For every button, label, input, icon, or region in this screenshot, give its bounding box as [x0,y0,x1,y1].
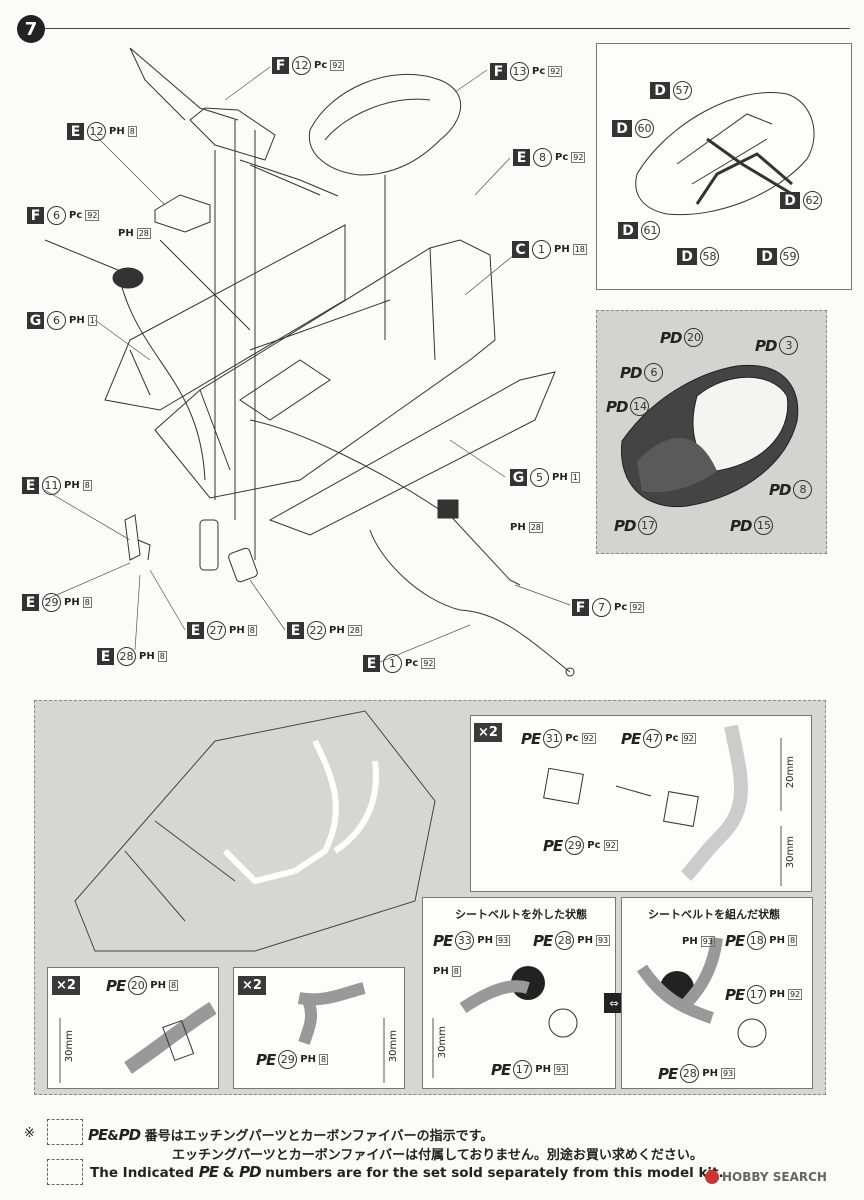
placeholder-box-2 [47,1159,83,1185]
hobby-search-logo-icon [705,1170,719,1184]
footnote-en: The Indicated PE & PD numbers are for th… [90,1163,724,1181]
buckle-drawing [543,724,782,886]
unbuckled-drawing [432,966,578,1078]
placeholder-box-1 [47,1119,83,1145]
seatbelt-seat-drawing [635,92,815,216]
carbon-seat-drawing [620,364,799,508]
watermark: HOBBY SEARCH [705,1170,827,1184]
footnote-jp-line2: エッチングパーツとカーボンファイバーは付属しておりません。別途お買い求めください… [172,1148,703,1163]
step-number-badge: 7 [17,15,45,43]
step-rule [45,28,850,29]
step-number: 7 [24,18,38,40]
pe20-drawing [59,1001,217,1083]
buckled-drawing [637,937,767,1048]
footnote-jp-line1: PE&PD 番号はエッチングパーツとカーボンファイバーの指示です。 [88,1126,494,1144]
buckled-title: シートベルトを組んだ状態 [648,908,780,921]
watermark-text: HOBBY SEARCH [722,1170,827,1184]
quantity-badge-top: ×2 [474,723,502,742]
quantity-badge-pe20: ×2 [52,976,80,995]
pe29-drawing [297,982,385,1083]
unbuckled-title: シートベルトを外した状態 [455,908,587,921]
footnote-mark: ※ [24,1126,35,1141]
dimension-30mm-unbuckled: 30mm [437,1026,448,1059]
dimension-30mm-pe20: 30mm [64,1030,75,1063]
dimension-30mm-pe29: 30mm [388,1030,399,1063]
swap-arrows-icon: ⇔ [604,993,624,1013]
dimension-20mm: 20mm [785,756,796,789]
dimension-30mm-top: 30mm [785,836,796,869]
cockpit-belts-drawing [74,710,436,952]
quantity-badge-pe29: ×2 [238,976,266,995]
